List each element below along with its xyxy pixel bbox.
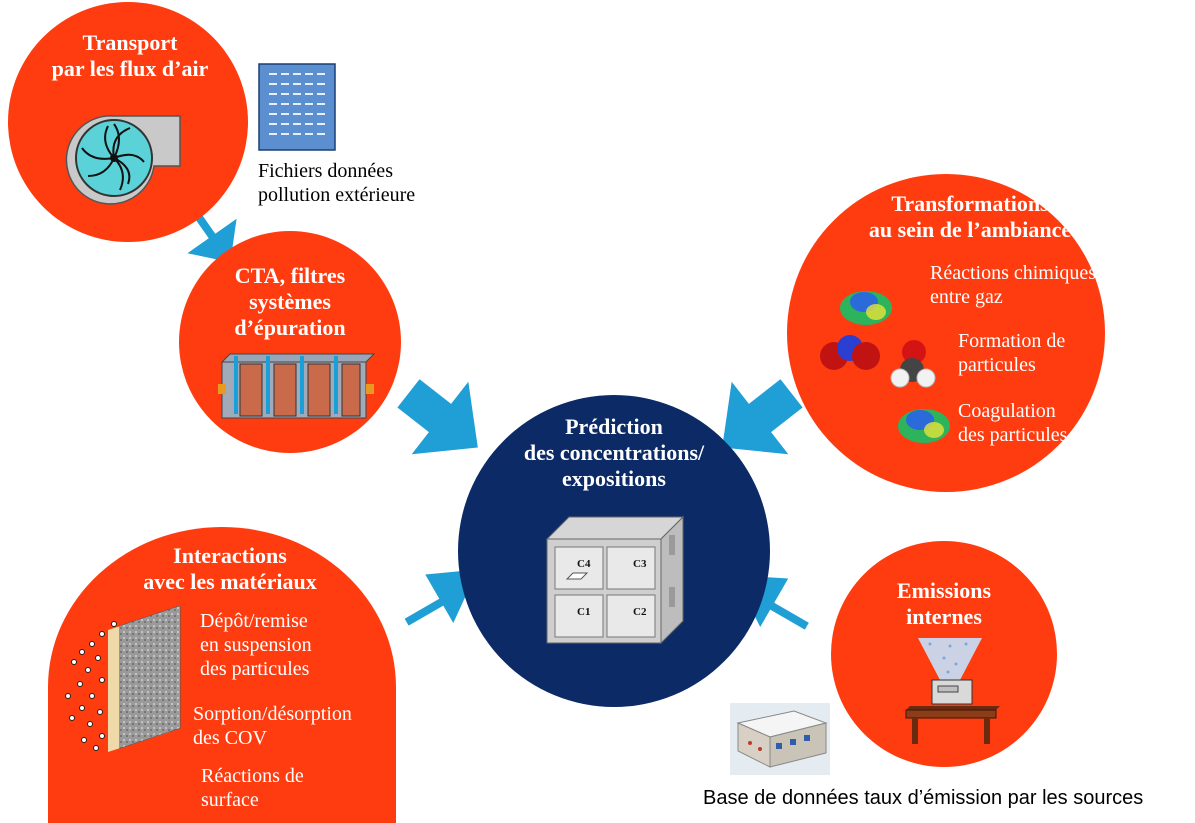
interactions-sorption: Sorption/désorption des COV xyxy=(193,703,352,749)
building-database-image xyxy=(730,703,830,775)
transformations-chemical-reactions: Réactions chimiques entre gaz xyxy=(930,262,1097,308)
data-file-icon xyxy=(258,63,336,151)
transformations-title: Transformations au sein de l’ambiance xyxy=(868,191,1072,242)
interactions-circle xyxy=(48,527,396,823)
room-label-c2: C2 xyxy=(633,606,647,618)
building-rooms-icon: C4 C3 C1 C2 xyxy=(545,515,685,645)
cta-title: CTA, filtres systèmes d’épuration xyxy=(234,263,346,340)
emissions-title: Emissions internes xyxy=(896,578,992,629)
interactions-surface-reactions: Réactions de surface xyxy=(201,765,304,811)
database-caption: Base de données taux d’émission par les … xyxy=(703,787,1144,809)
transport-title: Transport par les flux d’air xyxy=(51,30,209,81)
prediction-title: Prédiction des concentrations/ expositio… xyxy=(523,414,705,491)
outdoor-files-label: Fichiers données pollution extérieure xyxy=(258,160,416,206)
fan-icon xyxy=(65,115,181,205)
molecule-icon-2 xyxy=(898,409,950,443)
transformations-circle xyxy=(787,174,1105,492)
room-label-c1: C1 xyxy=(577,606,590,618)
transformations-coagulation: Coagulation des particules xyxy=(958,400,1068,446)
room-label-c4: C4 xyxy=(577,558,591,570)
molecule-icon-1 xyxy=(840,291,892,325)
molecule-icon-formaldehyde xyxy=(890,340,936,388)
interactions-deposition: Dépôt/remise en suspension des particule… xyxy=(200,610,312,680)
material-wall-icon xyxy=(65,605,181,752)
printer-emission-icon xyxy=(905,638,1000,744)
transformations-particle-formation: Formation de particules xyxy=(958,330,1066,376)
molecule-icon-no2 xyxy=(820,335,880,370)
room-label-c3: C3 xyxy=(633,558,647,570)
interactions-title: Interactions avec les matériaux xyxy=(143,543,317,594)
air-handling-unit-icon xyxy=(218,353,376,419)
